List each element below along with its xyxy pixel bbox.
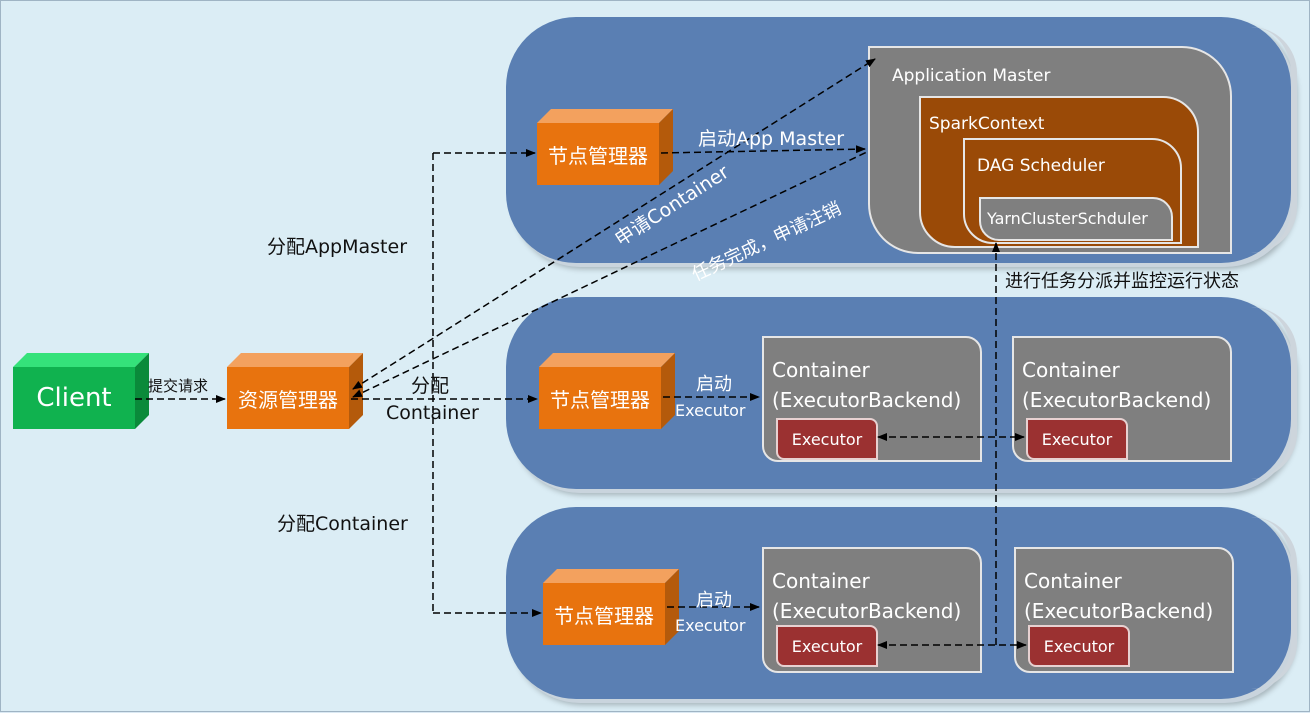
node-manager-label: 节点管理器 [543,583,665,645]
label-executor-1: Executor [675,401,746,420]
dag-scheduler-title: DAG Scheduler [977,156,1105,176]
executor-label: Executor [1043,636,1115,656]
label-start-appmaster: 启动App Master [698,128,845,150]
executor-label: Executor [791,636,863,656]
executor-box: Executor [776,625,878,667]
label-alloc-container-top: 分配 [411,375,450,397]
spark-context-title: SparkContext [929,114,1045,134]
client-box: Client [13,353,149,429]
arrow-request-container [352,58,876,390]
label-alloc-container-bottom: Container [386,402,479,424]
yarn-scheduler-box: YarnClusterSchduler [979,197,1173,241]
label-alloc-appmaster: 分配AppMaster [267,236,408,258]
client-label: Client [13,367,135,429]
executor-label: Executor [1041,429,1113,449]
label-alloc-container: 分配Container [277,513,408,535]
yarn-scheduler-title: YarnClusterSchduler [987,209,1148,228]
executor-box: Executor [776,418,878,460]
container-title: Container [1024,569,1122,593]
resource-manager-label: 资源管理器 [227,367,349,429]
label-executor-2: Executor [675,616,746,635]
container-subtitle: (ExecutorBackend) [1024,599,1214,623]
container-subtitle: (ExecutorBackend) [772,599,962,623]
container-subtitle: (ExecutorBackend) [1022,388,1212,412]
executor-box: Executor [1028,625,1130,667]
executor-box: Executor [1026,418,1128,460]
arrow-task-done [352,150,870,398]
label-dispatch: 进行任务分派并监控运行状态 [1005,271,1239,292]
label-submit: 提交请求 [148,377,209,395]
label-start-2: 启动 [696,590,732,611]
node-manager-3: 节点管理器 [543,569,679,645]
container-subtitle: (ExecutorBackend) [772,388,962,412]
container-title: Container [1022,358,1120,382]
label-start-1: 启动 [696,374,732,395]
application-master-title: Application Master [892,66,1051,86]
executor-label: Executor [791,429,863,449]
container-title: Container [772,569,870,593]
